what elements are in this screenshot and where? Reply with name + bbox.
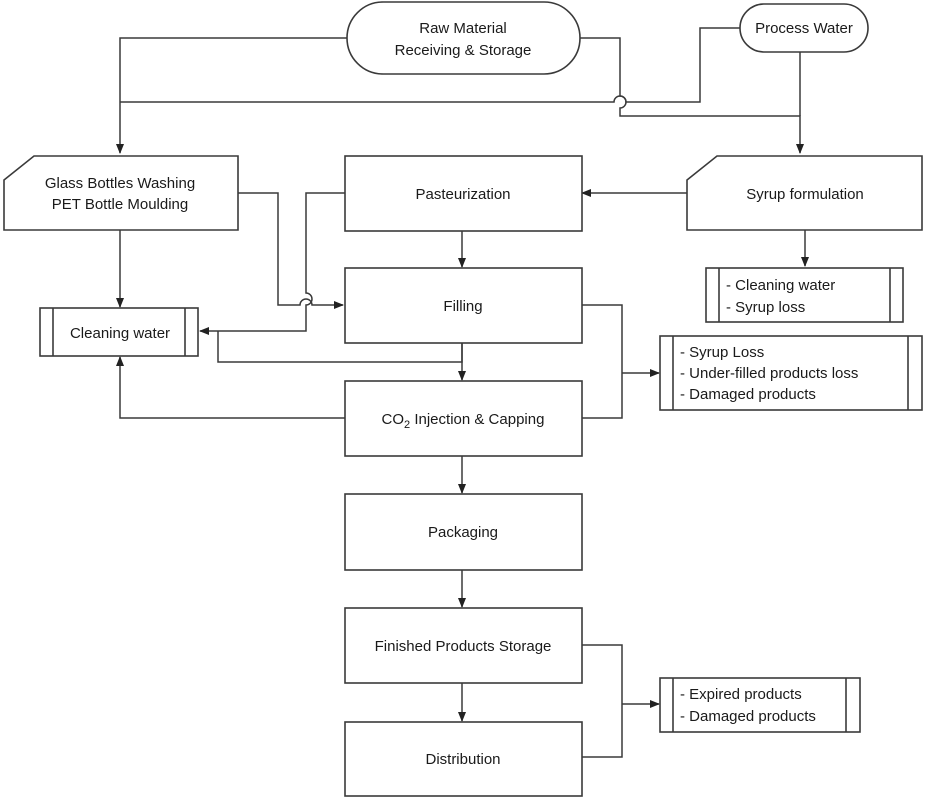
filling-losses-box: - Syrup Loss - Under-filled products los… (659, 335, 923, 411)
connector-filling-to-cleaning (217, 331, 463, 363)
storage-losses-box: - Expired products - Damaged products (659, 677, 861, 733)
connector-storage-to-losses (582, 644, 623, 758)
raw-material-label-line1: Raw Material (419, 20, 507, 37)
connectors (116, 27, 809, 758)
packaging-label: Packaging (428, 524, 498, 541)
bottles-label-line1: Glass Bottles Washing (45, 175, 195, 192)
distribution-label: Distribution (425, 751, 500, 768)
syrup-output-item-1: - Cleaning water (726, 277, 835, 294)
connector-raw-to-syrup (580, 37, 804, 154)
cleaning-water-output: Cleaning water (39, 307, 199, 357)
co2-injection-label: CO2 Injection & Capping (382, 411, 545, 431)
process-water-node: Process Water (739, 3, 869, 53)
filling-loss-item-3: - Damaged products (680, 386, 816, 403)
raw-material-label-line2: Receiving & Storage (395, 42, 532, 59)
syrup-output-item-2: - Syrup loss (726, 299, 805, 316)
co2-prefix: CO (382, 411, 405, 428)
raw-material-node: Raw Material Receiving & Storage (346, 1, 581, 75)
connector-water-to-bottles (120, 27, 740, 103)
syrup-outputs-box: - Cleaning water - Syrup loss (705, 267, 904, 323)
finished-storage-label: Finished Products Storage (375, 638, 552, 655)
co2-subscript: 2 (404, 419, 410, 431)
packaging-node: Packaging (344, 493, 583, 571)
bottles-node: Glass Bottles Washing PET Bottle Mouldin… (3, 155, 239, 231)
cleaning-water-output-label: Cleaning water (70, 325, 170, 342)
connector-pasteurization-to-cleaning (199, 192, 345, 335)
connector-co2-to-cleaning (116, 356, 345, 419)
filling-label: Filling (443, 298, 482, 315)
filling-loss-item-2: - Under-filled products loss (680, 365, 858, 382)
syrup-formulation-node: Syrup formulation (686, 155, 923, 231)
bottles-label-line2: PET Bottle Moulding (52, 196, 188, 213)
co2-suffix: Injection & Capping (410, 411, 544, 428)
storage-loss-item-2: - Damaged products (680, 708, 816, 725)
finished-storage-node: Finished Products Storage (344, 607, 583, 684)
distribution-node: Distribution (344, 721, 583, 797)
connector-bottles-to-filling (238, 192, 344, 309)
co2-injection-node: CO2 Injection & Capping (344, 380, 583, 457)
pasteurization-node: Pasteurization (344, 155, 583, 232)
connector-raw-to-bottles (116, 37, 347, 154)
syrup-formulation-label: Syrup formulation (746, 186, 864, 203)
storage-loss-item-1: - Expired products (680, 686, 802, 703)
filling-node: Filling (344, 267, 583, 344)
process-water-label: Process Water (755, 20, 853, 37)
filling-loss-item-1: - Syrup Loss (680, 344, 764, 361)
connector-filling-to-losses (582, 304, 623, 419)
pasteurization-label: Pasteurization (415, 186, 510, 203)
